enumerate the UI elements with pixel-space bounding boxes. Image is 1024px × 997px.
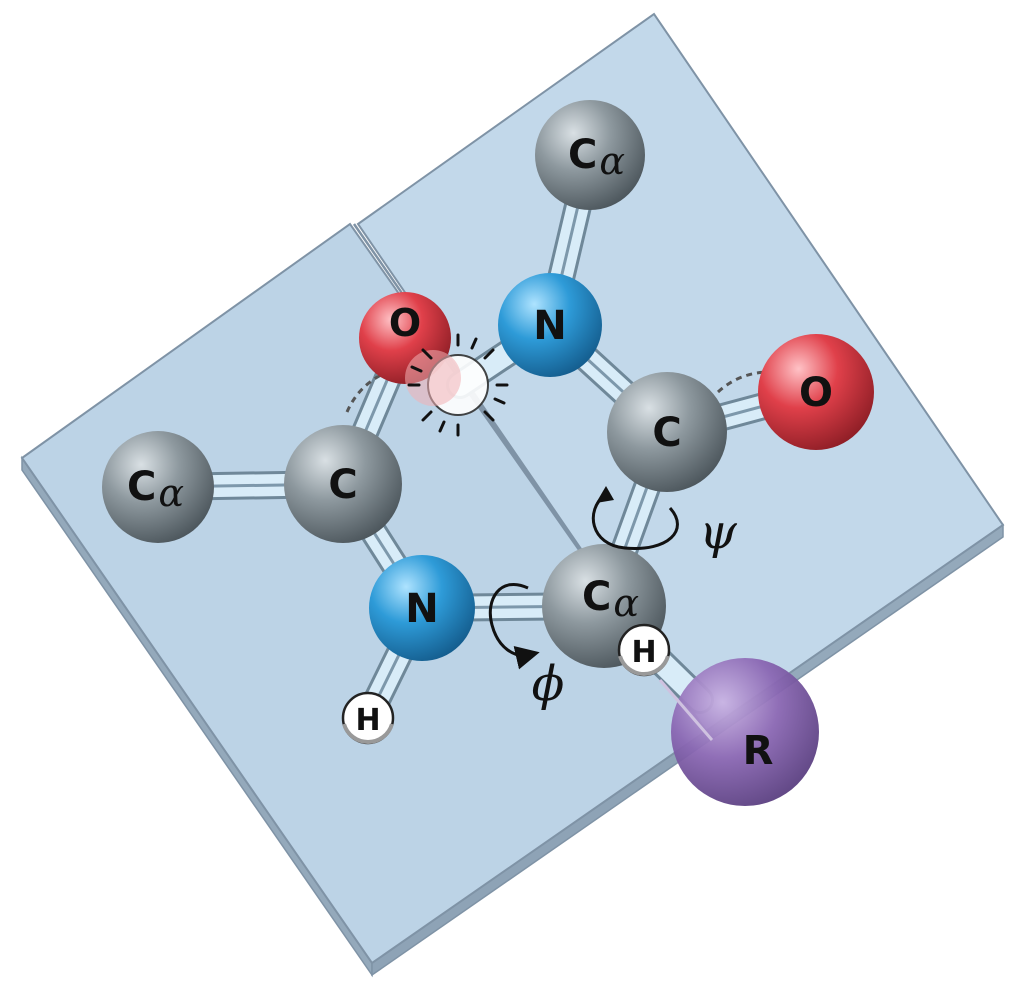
svg-text:H: H [631,635,656,670]
amide-planes [20,12,1005,978]
svg-text:C: C [652,410,681,456]
svg-text:Cα: Cα [582,574,639,625]
phi-rotation: ϕ [488,582,565,712]
atom-r-group: R [658,658,819,806]
atom-h-ca: H [617,623,671,677]
atom-n-bottom: N [369,555,475,661]
atoms: Cα O N [102,100,874,806]
atom-ca-left: Cα [102,431,214,543]
clash-burst [407,333,509,437]
atom-o-right: O [758,334,874,450]
atom-n-top: N [498,273,602,377]
psi-rotation: ψ [591,486,738,560]
phi-label: ϕ [532,656,565,712]
left-plane [20,222,708,978]
phi-rotation-arrow [488,582,540,670]
atom-ca-top: Cα [535,100,645,210]
atom-c-right: C [607,372,727,492]
svg-text:C: C [328,462,357,508]
svg-text:Cα: Cα [127,464,184,515]
steric-clash [405,333,509,437]
psi-rotation-arrow [591,493,679,550]
psi-label: ψ [699,504,738,560]
svg-text:H: H [355,703,380,738]
psi-arrowhead [596,486,614,503]
svg-text:N: N [533,303,566,349]
atom-h-n: H [341,691,395,745]
atom-c-left: C [284,425,402,543]
svg-text:N: N [405,586,438,632]
svg-text:O: O [389,301,421,345]
svg-text:O: O [799,370,833,416]
svg-text:Cα: Cα [568,132,625,183]
svg-text:R: R [743,728,774,774]
dashed-partial-bond-right [716,370,771,394]
